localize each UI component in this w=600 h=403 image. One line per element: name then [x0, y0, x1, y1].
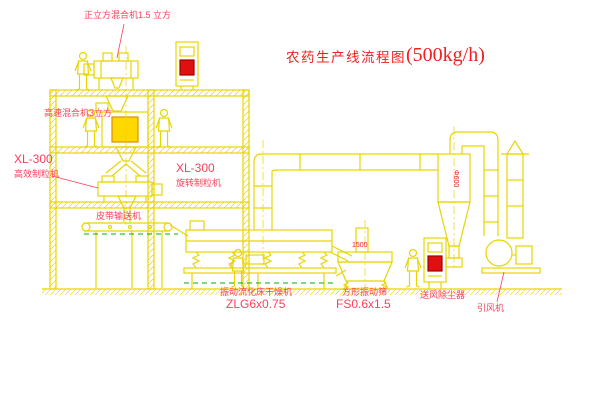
worker-figure	[155, 108, 173, 148]
building-structure	[49, 89, 250, 290]
worker-figure	[404, 248, 422, 288]
ground-reference-lines	[84, 233, 336, 284]
title-text: 农药生产线流程图	[286, 49, 406, 65]
label-sieve-name: 方形振动筛	[342, 287, 388, 297]
control-panel-1	[175, 41, 199, 90]
dust-collector-unit	[423, 237, 447, 289]
exhaust-stack	[501, 139, 529, 239]
dim-cyclone: Φ600	[452, 170, 459, 188]
label-induced-draft-fan: 引风机	[477, 303, 505, 313]
induced-draft-fan	[481, 239, 541, 274]
label-granulator-left-name: 高效制粒机	[14, 169, 60, 179]
ground	[42, 288, 562, 295]
high-speed-mixer	[95, 102, 149, 177]
label-dust-collector: 送风除尘器	[420, 290, 466, 300]
worker-figure	[74, 51, 92, 91]
dim-sieve-feed: 1500	[352, 242, 368, 249]
label-granulator-left-model: XL-300	[14, 152, 53, 166]
label-granulator-right-name: 旋转制粒机	[176, 178, 222, 188]
belt-conveyor	[81, 222, 189, 288]
fluid-bed-dryer	[183, 220, 353, 289]
label-leaders	[51, 23, 505, 303]
label-sieve-model: FS0.6x1.5	[336, 297, 391, 311]
mixer-bowl-highlight	[111, 116, 139, 143]
label-granulator-right-model: XL-300	[176, 161, 215, 175]
label-dryer-model: ZLG6x0.75	[226, 297, 286, 311]
diagram-title: 农药生产线流程图 (500kg/h)	[286, 44, 485, 67]
label-high-speed-mixer: 高速混合机3立方	[44, 108, 113, 118]
centerlines	[125, 46, 455, 289]
vibrating-sieve	[335, 227, 393, 290]
granulator	[97, 175, 163, 222]
label-cube-mixer: 正立方混合机1.5 立方	[84, 10, 172, 20]
cyclone	[437, 131, 499, 268]
label-dryer-name: 振动流化床干燥机	[220, 287, 293, 297]
exhaust-duct	[253, 153, 438, 230]
cube-mixer	[83, 52, 139, 112]
title-capacity: (500kg/h)	[406, 44, 485, 66]
label-belt-conveyor: 皮带输送机	[96, 211, 142, 221]
